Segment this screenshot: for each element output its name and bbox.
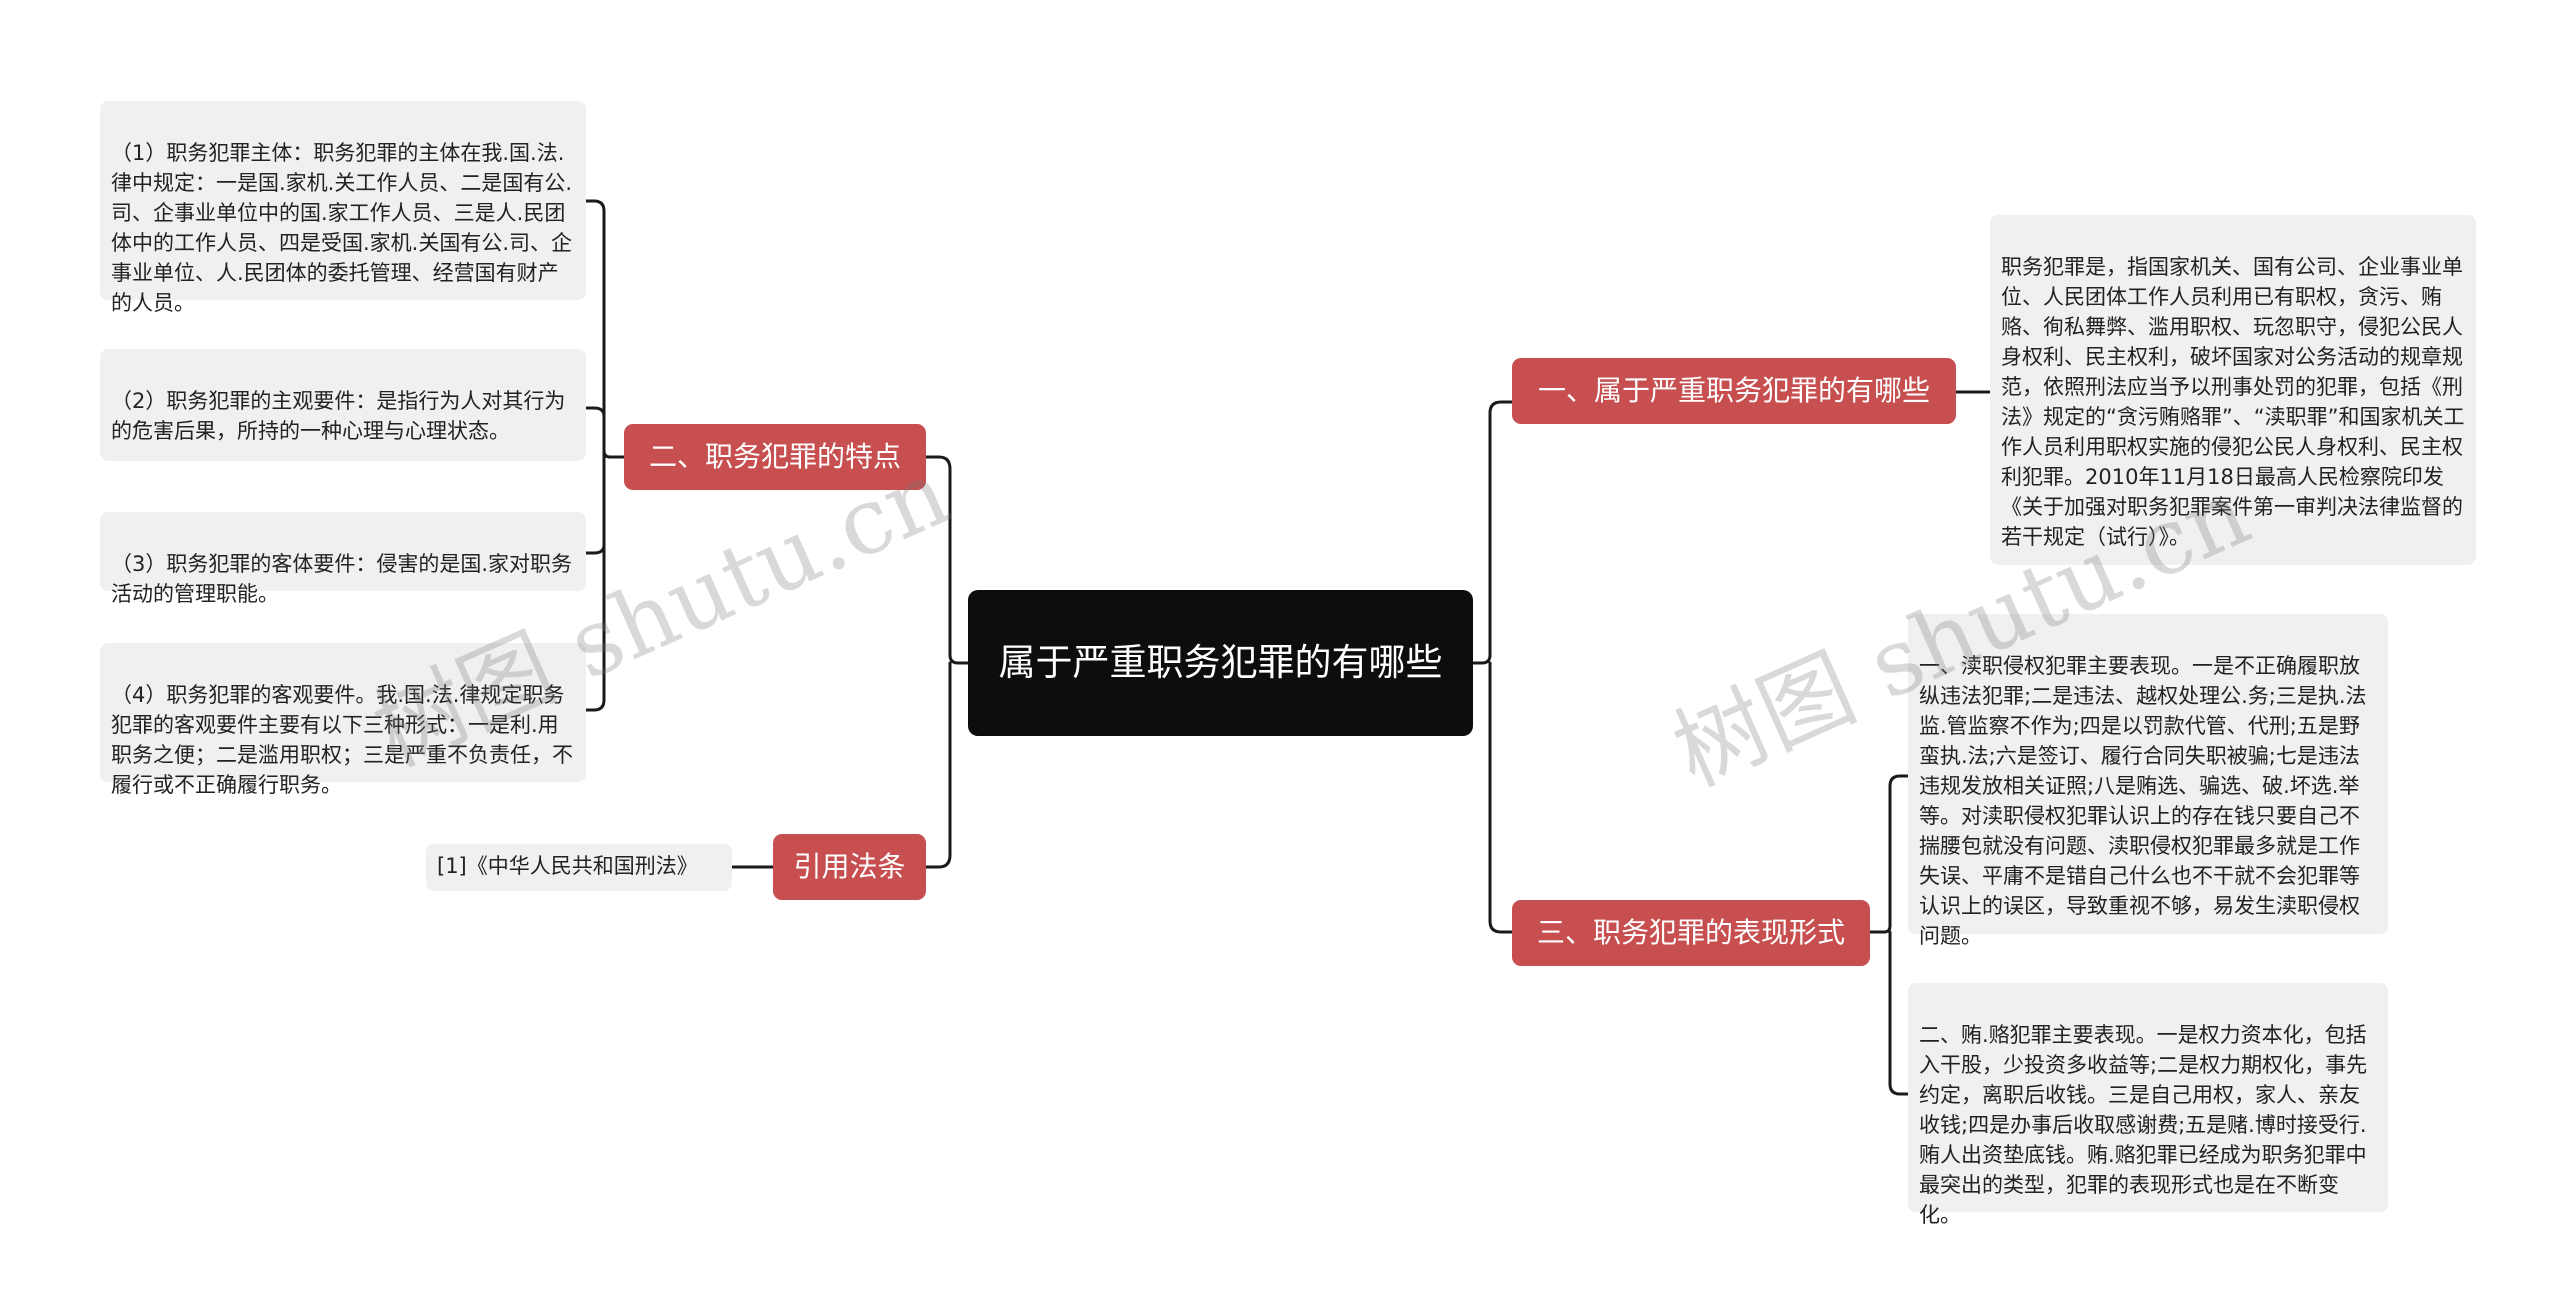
link-root-branch-1 [1471, 400, 1514, 665]
link-branch-2-leaf-1 [584, 199, 626, 459]
branch-2-leaf-1-text: （1）职务犯罪主体：职务犯罪的主体在我.国.法.律中规定：一是国.家机.关工作人… [111, 141, 573, 315]
branch-4-topic[interactable]: 引用法条 [773, 834, 926, 900]
branch-1-leaf-1[interactable]: 职务犯罪是，指国家机关、国有公司、企业事业单位、人民团体工作人员利用已有职权，贪… [1990, 215, 2476, 565]
branch-2-topic[interactable]: 二、职务犯罪的特点 [624, 424, 926, 490]
branch-2-leaf-3[interactable]: （3）职务犯罪的客体要件：侵害的是国.家对职务活动的管理职能。 [100, 512, 586, 606]
branch-4-leaf-1[interactable]: [1]《中华人民共和国刑法》 [426, 844, 732, 891]
link-root-branch-3 [1488, 661, 1514, 934]
branch-3-leaf-2[interactable]: 二、贿.赂犯罪主要表现。一是权力资本化，包括入干股，少投资多收益等;二是权力期权… [1908, 983, 2388, 1227]
branch-2-leaf-1[interactable]: （1）职务犯罪主体：职务犯罪的主体在我.国.法.律中规定：一是国.家机.关工作人… [100, 101, 586, 315]
branch-2-label: 二、职务犯罪的特点 [648, 440, 901, 473]
link-branch-2-leaf-2 [584, 406, 606, 459]
branch-3-leaf-1[interactable]: 一、渎职侵权犯罪主要表现。一是不正确履职放纵违法犯罪;二是违法、越权处理公.务;… [1908, 614, 2388, 948]
branch-1-topic[interactable]: 一、属于严重职务犯罪的有哪些 [1512, 358, 1956, 424]
root-topic[interactable]: 属于严重职务犯罪的有哪些 [968, 590, 1473, 736]
branch-2-leaf-4[interactable]: （4）职务犯罪的客观要件。我.国.法.律规定职务犯罪的客观要件主要有以下三种形式… [100, 643, 586, 797]
link-branch-3-leaf-1 [1868, 774, 1910, 934]
branch-2-leaf-2[interactable]: （2）职务犯罪的主观要件：是指行为人对其行为的危害后果，所持的一种心理与心理状态… [100, 349, 586, 461]
root-topic-label: 属于严重职务犯罪的有哪些 [998, 641, 1443, 684]
branch-2-leaf-4-text: （4）职务犯罪的客观要件。我.国.法.律规定职务犯罪的客观要件主要有以下三种形式… [111, 683, 573, 797]
branch-2-leaf-2-text: （2）职务犯罪的主观要件：是指行为人对其行为的危害后果，所持的一种心理与心理状态… [111, 389, 566, 443]
branch-3-leaf-1-text: 一、渎职侵权犯罪主要表现。一是不正确履职放纵违法犯罪;二是违法、越权处理公.务;… [1919, 654, 2367, 948]
link-branch-2-leaf-4 [584, 455, 606, 712]
branch-4-label: 引用法条 [793, 850, 906, 883]
branch-1-leaf-1-text: 职务犯罪是，指国家机关、国有公司、企业事业单位、人民团体工作人员利用已有职权，贪… [2001, 255, 2465, 549]
link-branch-2-leaf-3 [584, 455, 606, 555]
branch-3-leaf-2-text: 二、贿.赂犯罪主要表现。一是权力资本化，包括入干股，少投资多收益等;二是权力期权… [1919, 1023, 2368, 1227]
branch-3-topic[interactable]: 三、职务犯罪的表现形式 [1512, 900, 1870, 966]
branch-2-leaf-3-text: （3）职务犯罪的客体要件：侵害的是国.家对职务活动的管理职能。 [111, 552, 573, 606]
branch-1-label: 一、属于严重职务犯罪的有哪些 [1537, 374, 1930, 407]
link-root-branch-2 [924, 455, 970, 665]
link-branch-3-leaf-2 [1888, 930, 1910, 1096]
branch-4-leaf-1-text: [1]《中华人民共和国刑法》 [437, 854, 698, 878]
branch-3-label: 三、职务犯罪的表现形式 [1536, 916, 1845, 949]
link-root-branch-4 [924, 661, 952, 869]
